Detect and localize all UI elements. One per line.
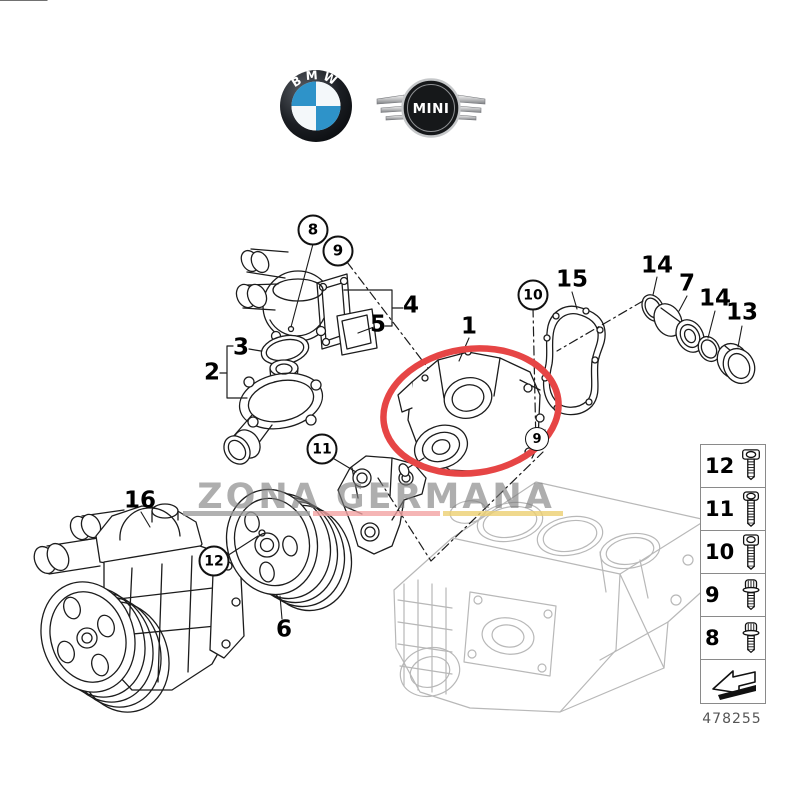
legend-number: 10 xyxy=(705,540,735,564)
engine-block-drawing xyxy=(393,481,709,713)
legend-row-9: 9 xyxy=(701,574,765,617)
mini-wing-left xyxy=(376,94,405,121)
callout-9: 9 xyxy=(322,235,354,267)
legend-row-12: 12 xyxy=(701,445,765,488)
legend-row-arrow xyxy=(701,660,765,703)
legend-number: 9 xyxy=(705,583,720,607)
legend-number: 11 xyxy=(705,497,735,521)
callout-3: 3 xyxy=(232,334,250,361)
bolt-icon xyxy=(742,490,760,527)
legend-row-11: 11 xyxy=(701,488,765,531)
mini-center-disc xyxy=(401,78,461,138)
direction-arrow-icon xyxy=(712,669,756,700)
callout-15: 15 xyxy=(555,266,589,293)
legend-number: 12 xyxy=(705,454,735,478)
bracket-11-drawing xyxy=(330,455,427,555)
callout-14b: 14 xyxy=(698,285,732,312)
callout-8: 8 xyxy=(297,214,329,246)
callout-11: 11 xyxy=(306,433,338,465)
leader-lines xyxy=(219,261,644,562)
callout-13: 13 xyxy=(725,299,759,326)
callout-9-small: 9 xyxy=(525,427,549,451)
callout-12: 12 xyxy=(198,545,230,577)
water-pump-1-drawing xyxy=(397,337,546,477)
mini-logo-text: MINI xyxy=(413,101,450,117)
callout-7: 7 xyxy=(678,270,696,297)
callout-10: 10 xyxy=(517,279,549,311)
bmw-logo: BMW xyxy=(280,69,352,142)
callout-14a: 14 xyxy=(640,252,674,279)
fastener-legend: 12 11 10 xyxy=(700,444,766,704)
diagram-part-code: 478255 xyxy=(702,711,762,727)
mini-wing-right xyxy=(457,94,486,121)
bolt-icon xyxy=(742,533,760,570)
thermostat-lower-housing-drawing xyxy=(223,359,324,465)
callout-1: 1 xyxy=(460,313,478,340)
legend-row-8: 8 xyxy=(701,617,765,660)
callout-5: 5 xyxy=(369,311,387,338)
o-ring-3-drawing xyxy=(260,334,310,366)
bolt-icon xyxy=(742,621,760,653)
bolt-icon xyxy=(742,448,760,480)
gasket-15-drawing xyxy=(541,291,606,416)
highlight-ellipse xyxy=(380,345,562,477)
mini-logo: MINI xyxy=(376,78,486,138)
legend-number: 8 xyxy=(705,626,720,650)
thermostat-upper-housing-drawing xyxy=(0,0,378,356)
water-pump-assembly-16-drawing xyxy=(33,503,245,713)
bolt-icon xyxy=(742,578,760,610)
callout-16: 16 xyxy=(123,487,157,514)
legend-row-10: 10 xyxy=(701,531,765,574)
callout-2: 2 xyxy=(203,359,221,386)
pipe-and-seals-drawing xyxy=(641,276,756,385)
callout-6: 6 xyxy=(275,616,293,643)
callout-4: 4 xyxy=(402,292,420,319)
